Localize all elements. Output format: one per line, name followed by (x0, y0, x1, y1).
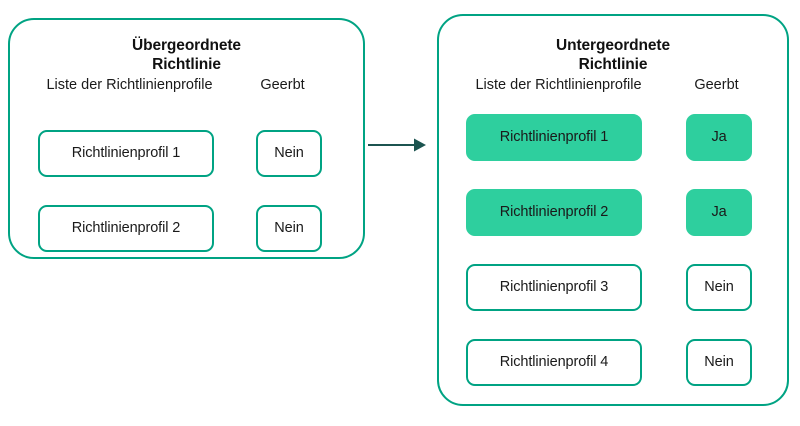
child-policy-panel: Untergeordnete Richtlinie Liste der Rich… (437, 14, 789, 406)
parent-policy-panel: Übergeordnete Richtlinie Liste der Richt… (8, 18, 365, 259)
parent-rows: Richtlinienprofil 1 Nein Richtlinienprof… (10, 20, 363, 257)
table-row: Richtlinienprofil 4 Nein (439, 339, 787, 386)
child-profile-cell-1[interactable]: Richtlinienprofil 1 (466, 114, 642, 161)
parent-column-headers: Liste der Richtlinienprofile Geerbt (10, 76, 363, 94)
child-inherited-cell-2[interactable]: Ja (686, 189, 752, 236)
parent-column-header-profiles: Liste der Richtlinienprofile (46, 77, 213, 93)
table-row: Richtlinienprofil 1 Ja (439, 114, 787, 161)
table-row: Richtlinienprofil 2 Nein (10, 205, 363, 252)
parent-profile-cell-2[interactable]: Richtlinienprofil 2 (38, 205, 214, 252)
child-profile-cell-4[interactable]: Richtlinienprofil 4 (466, 339, 642, 386)
child-inherited-cell-1[interactable]: Ja (686, 114, 752, 161)
child-column-headers: Liste der Richtlinienprofile Geerbt (439, 76, 787, 94)
child-inherited-cell-3[interactable]: Nein (686, 264, 752, 311)
parent-profile-cell-1[interactable]: Richtlinienprofil 1 (38, 130, 214, 177)
child-inherited-cell-4[interactable]: Nein (686, 339, 752, 386)
table-row: Richtlinienprofil 1 Nein (10, 130, 363, 177)
arrow-right-icon (368, 138, 426, 152)
child-rows: Richtlinienprofil 1 Ja Richtlinienprofil… (439, 16, 787, 404)
child-policy-title: Untergeordnete Richtlinie (555, 37, 670, 73)
table-row: Richtlinienprofil 3 Nein (439, 264, 787, 311)
parent-inherited-cell-2[interactable]: Nein (256, 205, 322, 252)
child-column-header-profiles: Liste der Richtlinienprofile (475, 77, 642, 93)
child-profile-cell-3[interactable]: Richtlinienprofil 3 (466, 264, 642, 311)
child-column-header-inherited: Geerbt (694, 77, 739, 93)
table-row: Richtlinienprofil 2 Ja (439, 189, 787, 236)
parent-policy-title: Übergeordnete Richtlinie (132, 37, 241, 73)
child-profile-cell-2[interactable]: Richtlinienprofil 2 (466, 189, 642, 236)
parent-inherited-cell-1[interactable]: Nein (256, 130, 322, 177)
parent-column-header-inherited: Geerbt (260, 77, 305, 93)
